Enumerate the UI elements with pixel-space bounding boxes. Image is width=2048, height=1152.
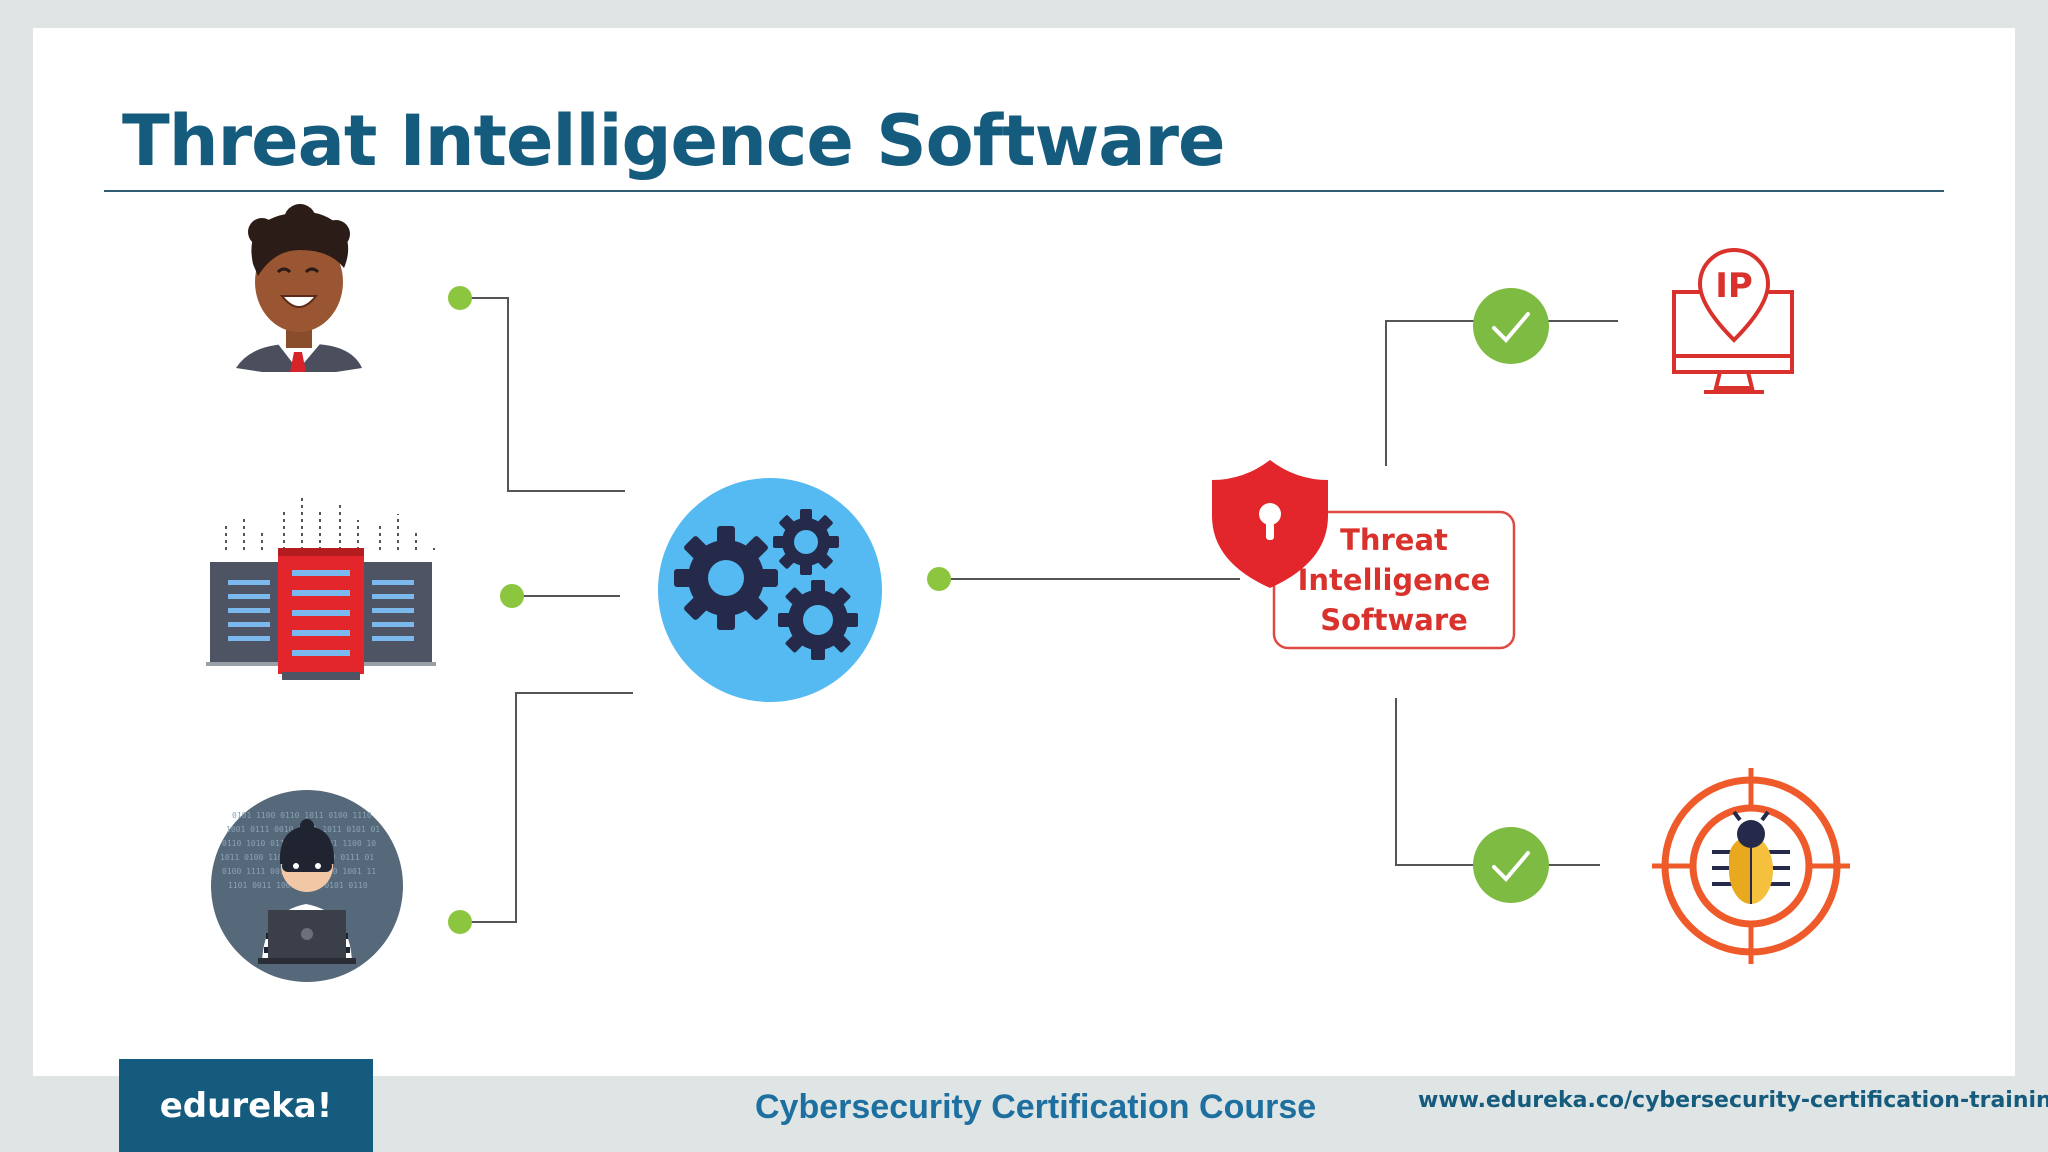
- hacker-icon: 0101 1100 0110 1011 0100 1110 1001 0111 …: [211, 790, 403, 982]
- node-person: [448, 286, 472, 310]
- gears-icon: [658, 478, 882, 702]
- connector-lines: [460, 297, 1618, 923]
- edureka-logo[interactable]: edureka!: [119, 1059, 373, 1152]
- connector-person: [460, 297, 625, 492]
- check-icon-top: [1473, 288, 1549, 364]
- threat-intel-label: Threat Intelligence Software: [1274, 512, 1514, 648]
- person-avatar-icon: [236, 204, 362, 372]
- endpoint-nodes: [448, 286, 951, 934]
- label-line-1: Threat: [1340, 523, 1448, 557]
- node-processor: [927, 567, 951, 591]
- course-title: Cybersecurity Certification Course: [755, 1088, 1317, 1126]
- check-icon-bottom: [1473, 827, 1549, 903]
- page-title: Threat Intelligence Software: [122, 100, 1226, 182]
- connector-hacker: [460, 692, 633, 923]
- svg-text:0101 1100 0110 1011 0100 1110: 0101 1100 0110 1011 0100 1110: [232, 811, 372, 820]
- logo-text: edureka!: [159, 1085, 333, 1126]
- server-rack-icon: [206, 498, 436, 680]
- course-url-link[interactable]: www.edureka.co/cybersecurity-certificati…: [1418, 1088, 2048, 1113]
- svg-text:IP: IP: [1715, 266, 1753, 306]
- node-hacker: [448, 910, 472, 934]
- connector-down-branch: [1395, 698, 1474, 866]
- label-line-2: Intelligence: [1297, 563, 1491, 597]
- ip-location-monitor-icon: IP: [1672, 248, 1794, 394]
- label-line-3: Software: [1320, 603, 1468, 637]
- shield-keyhole-icon: [1212, 460, 1328, 588]
- node-server: [500, 584, 524, 608]
- bug-target-icon: [1652, 768, 1850, 964]
- title-divider: [104, 190, 1944, 192]
- connector-up-branch: [1385, 320, 1474, 466]
